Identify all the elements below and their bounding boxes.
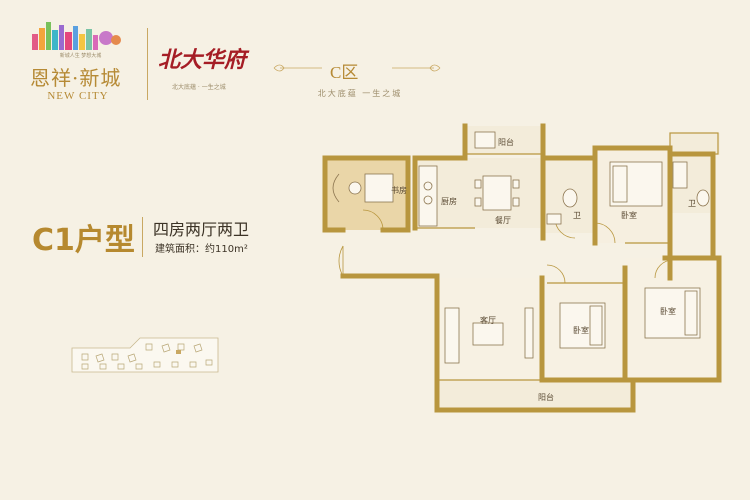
room-label-bedroom-2: 卧室 xyxy=(573,325,589,335)
logo-name-en: NEW CITY xyxy=(47,90,109,102)
room-label-bath-2: 卫 xyxy=(688,199,696,208)
brand-name: 北大华府 xyxy=(158,47,247,73)
room-label-study: 书房 xyxy=(391,185,407,195)
room-label-bedroom-3: 卧室 xyxy=(660,306,676,316)
logo-name-cn: 恩祥·新城 xyxy=(30,66,122,90)
floor-plan: 阳台 书房 厨房 餐厅 卫 卧室 卫 客厅 卧室 卧室 阳台 xyxy=(322,123,722,413)
unit-area: 建筑面积：约110m² xyxy=(155,244,248,255)
site-plan-thumbnail xyxy=(71,337,219,373)
header-divider xyxy=(147,28,148,100)
unit-divider xyxy=(142,217,143,257)
zone-subtitle: 北大底蕴 一生之城 xyxy=(317,89,403,98)
room-label-kitchen: 厨房 xyxy=(441,196,457,206)
room-label-living: 客厅 xyxy=(480,315,496,325)
room-label-balcony-bottom: 阳台 xyxy=(538,392,554,402)
skyline-logo-icon xyxy=(32,22,121,50)
zone-title: C区 xyxy=(330,63,359,82)
ornament-line-icon xyxy=(273,64,441,72)
unit-rooms: 四房两厅两卫 xyxy=(153,220,250,239)
logo-slogan: 新城人生 梦想大城 xyxy=(59,53,102,59)
room-label-bedroom-1: 卧室 xyxy=(621,210,637,220)
unit-type: C1户型 xyxy=(32,223,135,258)
brand-subtitle: 北大底蕴 · 一生之城 xyxy=(172,84,226,91)
room-label-balcony-top: 阳台 xyxy=(498,137,514,147)
room-label-dining: 餐厅 xyxy=(495,216,511,225)
room-label-bath-1: 卫 xyxy=(573,211,581,220)
